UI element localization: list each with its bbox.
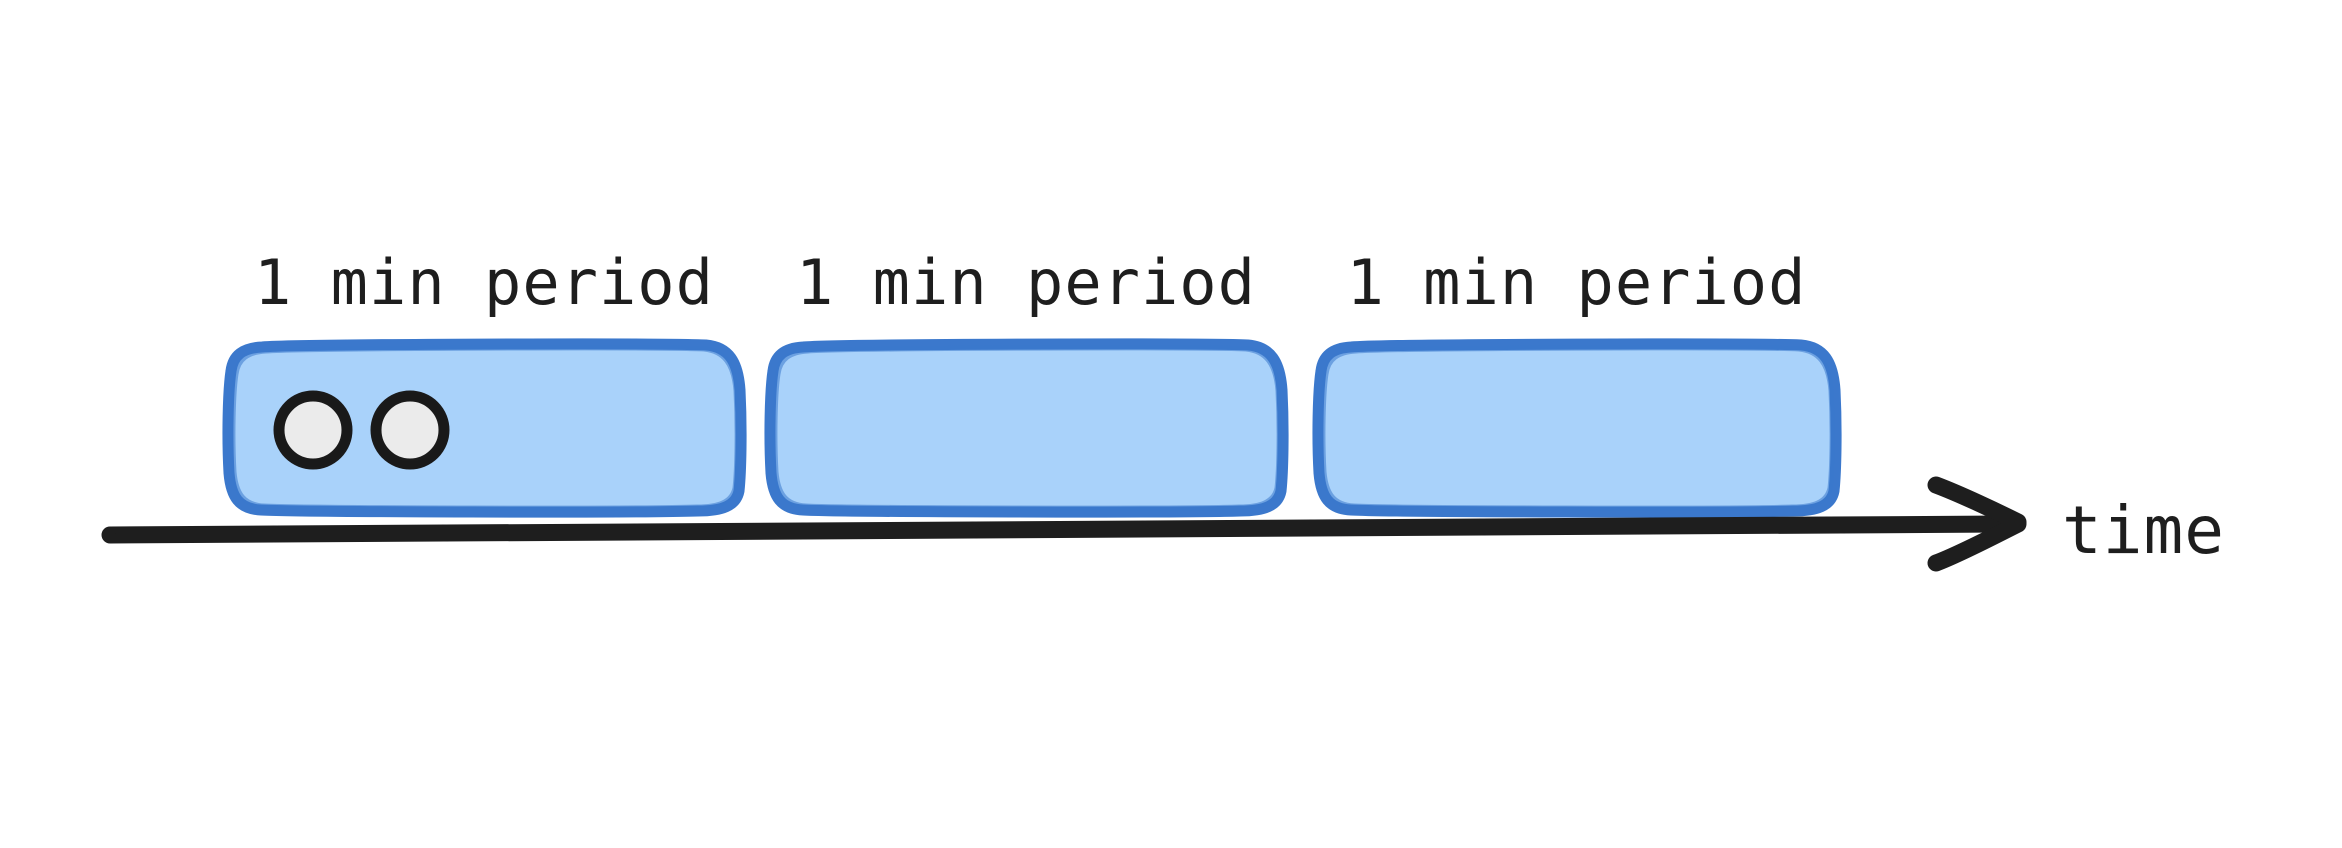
- period-box-3-fill: [1319, 345, 1836, 511]
- period-label-1: 1 min period: [254, 246, 714, 319]
- period-label-3: 1 min period: [1346, 246, 1807, 319]
- period-box-2-stroke-overlay: [772, 345, 1282, 511]
- period-box-2[interactable]: [764, 338, 1289, 518]
- time-axis-arrowhead-lower: [1927, 515, 2027, 572]
- period-box-3[interactable]: [1312, 338, 1842, 518]
- period-box-1-stroke-overlay: [230, 345, 740, 511]
- time-axis-label: time: [2062, 492, 2225, 569]
- period-box-2-fill: [771, 345, 1283, 511]
- event-token-1[interactable]: [273, 390, 353, 470]
- period-box-1-stroke: [222, 338, 747, 518]
- event-token-2-sketch-overlay: [372, 392, 448, 469]
- time-axis-line-overlay: [113, 521, 2003, 542]
- period-label-2: 1 min period: [796, 246, 1256, 319]
- period-box-3-stroke-overlay: [1320, 345, 1835, 511]
- period-box-2-stroke: [764, 338, 1289, 518]
- event-token-1-fill: [280, 397, 346, 463]
- event-token-1-sketch-overlay: [275, 392, 351, 468]
- event-token-2[interactable]: [370, 390, 450, 470]
- event-token-2-fill: [377, 397, 443, 463]
- period-box-1[interactable]: [222, 338, 747, 518]
- time-axis-arrow: [101, 476, 2027, 572]
- period-box-3-stroke: [1312, 338, 1842, 518]
- period-box-1-fill: [229, 345, 741, 511]
